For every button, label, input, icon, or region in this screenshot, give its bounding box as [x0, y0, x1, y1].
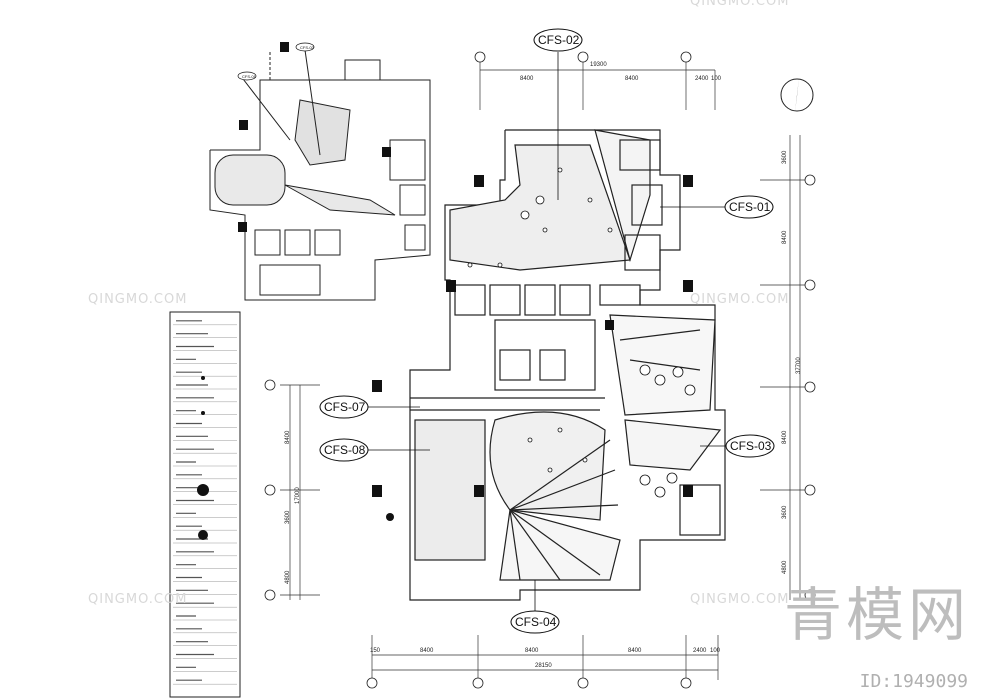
axis-bubbles [264, 51, 816, 689]
callout-cfs07: CFS-07 [319, 395, 420, 419]
callout-cfs02: CFS-02 [533, 28, 583, 200]
brand-watermark: 青模网 [783, 581, 970, 649]
dim-right-total: 37700 [796, 357, 802, 374]
callout-cfs01: CFS-01 [660, 195, 774, 219]
dim-right-3: 8400 [782, 430, 788, 444]
callout-cfs04: CFS-04 [510, 580, 560, 634]
dim-top-4: 100 [711, 76, 722, 82]
dim-bottom-2: 8400 [525, 648, 539, 654]
upper-plan [209, 49, 431, 301]
dim-right-1: 3600 [782, 150, 788, 164]
dim-top-2: 8400 [625, 76, 639, 82]
dim-bottom-3: 8400 [628, 648, 642, 654]
watermark-5: QINGMO.COM [690, 0, 790, 9]
legend-symbol [201, 411, 205, 415]
doc-id: ID:1949099 [859, 671, 968, 692]
dim-left-2: 3600 [285, 510, 291, 524]
dim-top-total: 19300 [590, 62, 607, 68]
watermark-1: QINGMO.COM [88, 292, 188, 307]
legend-symbol [197, 484, 209, 496]
svg-text:CFS-04: CFS-04 [515, 615, 557, 629]
dim-right-4: 3600 [782, 505, 788, 519]
main-plan [409, 129, 726, 601]
watermark-3: QINGMO.COM [88, 592, 188, 607]
legend-symbol [201, 376, 205, 380]
dim-left-1: 8400 [285, 430, 291, 444]
callout-cfs03: CFS-03 [700, 434, 775, 458]
dim-top-1: 8400 [520, 76, 534, 82]
callout-cfs08: CFS-08 [319, 438, 430, 462]
watermark-4: QINGMO.COM [690, 592, 790, 607]
small-label-b: CFS-01 [242, 74, 257, 79]
legend-table [169, 311, 241, 698]
columns [372, 175, 693, 521]
small-label-a: CFS-02 [300, 45, 315, 50]
north-arrow-icon [780, 78, 814, 112]
dim-bottom-4: 2400 [693, 648, 707, 654]
dim-bottom-total: 28150 [535, 663, 552, 669]
grid-lines [280, 55, 810, 680]
dim-left-3: 4800 [285, 570, 291, 584]
svg-text:CFS-07: CFS-07 [324, 400, 366, 414]
legend-symbol [198, 530, 208, 540]
svg-text:CFS-08: CFS-08 [324, 443, 366, 457]
dim-right-5: 4800 [782, 560, 788, 574]
svg-text:CFS-02: CFS-02 [538, 33, 580, 47]
dim-right-2: 8400 [782, 230, 788, 244]
dim-bottom-5: 100 [710, 648, 721, 654]
svg-text:CFS-01: CFS-01 [729, 200, 771, 214]
watermark-2: QINGMO.COM [690, 292, 790, 307]
svg-text:CFS-03: CFS-03 [730, 439, 772, 453]
dot-pattern [467, 167, 696, 498]
dim-top-3: 2400 [695, 76, 709, 82]
dim-bottom-0: 150 [370, 648, 381, 654]
dim-bottom-1: 8400 [420, 648, 434, 654]
dim-left-total: 17000 [295, 487, 301, 504]
cfs-small-tags: CFS-01 CFS-02 [237, 42, 315, 81]
